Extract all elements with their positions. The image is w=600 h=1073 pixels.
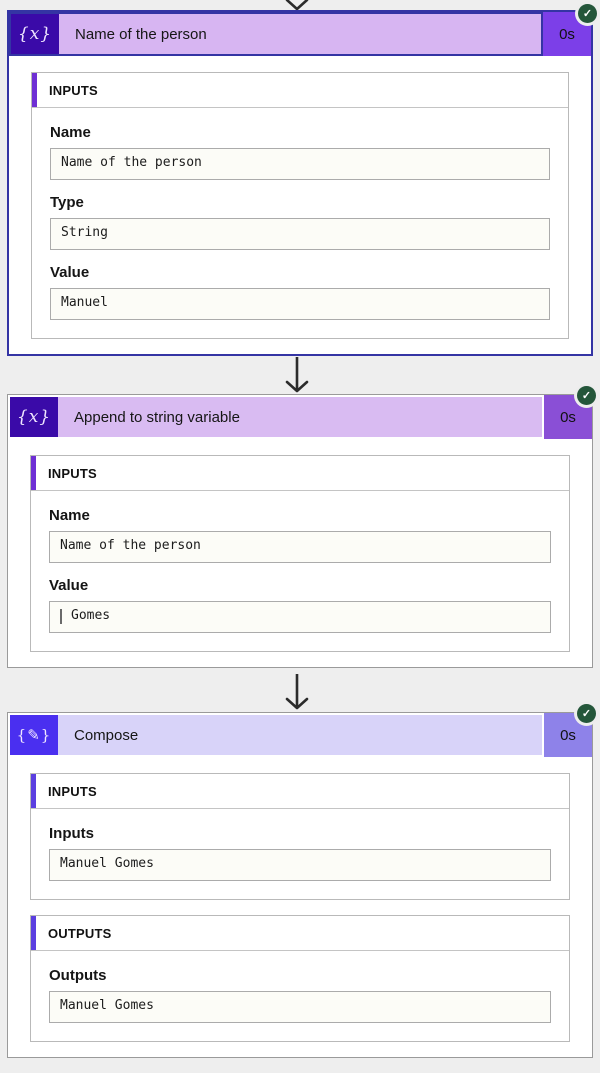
field-value: Name of the person xyxy=(49,531,551,563)
outputs-section: OUTPUTS Outputs Manuel Gomes xyxy=(30,915,570,1042)
inputs-section: INPUTS Inputs Manuel Gomes xyxy=(30,773,570,900)
section-heading: INPUTS xyxy=(49,82,98,98)
action-card-body: INPUTS Name Name of the person Type Stri… xyxy=(9,56,591,354)
section-heading: INPUTS xyxy=(48,465,97,481)
field-label: Value xyxy=(49,577,89,594)
section-heading: INPUTS xyxy=(48,783,97,799)
variable-icon: {x} xyxy=(10,397,58,437)
compose-icon: {✎} xyxy=(10,715,58,755)
action-card-body: INPUTS Inputs Manuel Gomes OUTPUTS Outpu… xyxy=(8,757,592,1057)
flow-arrow-1-2 xyxy=(283,357,311,393)
success-check-icon: ✓ xyxy=(577,386,596,405)
section-accent-bar xyxy=(31,916,36,950)
inputs-section: INPUTS Name Name of the person Type Stri… xyxy=(31,72,569,339)
field-type: Type String xyxy=(50,194,550,250)
action-header-main: {✎} Compose xyxy=(8,713,544,757)
field-label: Value xyxy=(50,264,90,281)
field-value-field: Value Manuel xyxy=(50,264,550,320)
inputs-section-header: INPUTS xyxy=(31,456,569,491)
section-accent-bar xyxy=(31,774,36,808)
field-label: Inputs xyxy=(49,825,94,842)
action-card-header[interactable]: {x} Append to string variable 0s ✓ xyxy=(8,386,596,439)
inputs-section-body: Inputs Manuel Gomes xyxy=(31,809,569,899)
action-header-main: {x} Append to string variable xyxy=(8,395,544,439)
field-value-text: Gomes xyxy=(71,608,111,623)
action-title: Name of the person xyxy=(59,14,541,54)
outputs-section-body: Outputs Manuel Gomes xyxy=(31,951,569,1041)
leading-space-marker xyxy=(60,609,62,624)
action-card-append-to-string-variable: {x} Append to string variable 0s ✓ INPUT… xyxy=(7,386,596,668)
action-card-name-of-the-person: {x} Name of the person 0s ✓ INPUTS Name … xyxy=(7,4,597,356)
field-label: Name xyxy=(50,124,91,141)
action-card-header[interactable]: {x} Name of the person 0s ✓ xyxy=(9,4,597,56)
action-card-compose: {✎} Compose 0s ✓ INPUTS Inputs Manuel Go… xyxy=(7,704,596,1058)
section-accent-bar xyxy=(32,73,37,107)
variable-icon: {x} xyxy=(11,14,59,54)
success-check-icon: ✓ xyxy=(577,704,596,723)
action-card-body: INPUTS Name Name of the person Value Gom… xyxy=(8,439,592,667)
field-label: Name xyxy=(49,507,90,524)
field-label: Outputs xyxy=(49,967,107,984)
inputs-section-header: INPUTS xyxy=(32,73,568,108)
inputs-section: INPUTS Name Name of the person Value Gom… xyxy=(30,455,570,652)
field-name: Name Name of the person xyxy=(50,124,550,180)
action-header-main: {x} Name of the person xyxy=(9,12,543,56)
field-value: Manuel Gomes xyxy=(49,991,551,1023)
section-heading: OUTPUTS xyxy=(48,925,112,941)
field-outputs: Outputs Manuel Gomes xyxy=(49,967,551,1023)
field-inputs: Inputs Manuel Gomes xyxy=(49,825,551,881)
field-label: Type xyxy=(50,194,84,211)
inputs-section-header: INPUTS xyxy=(31,774,569,809)
field-value: Manuel Gomes xyxy=(49,849,551,881)
action-card-header[interactable]: {✎} Compose 0s ✓ xyxy=(8,704,596,757)
field-value-field: Value Gomes xyxy=(49,577,551,633)
outputs-section-header: OUTPUTS xyxy=(31,916,569,951)
field-value: String xyxy=(50,218,550,250)
inputs-section-body: Name Name of the person Value Gomes xyxy=(31,491,569,651)
flow-arrow-incoming xyxy=(283,0,311,10)
flow-arrow-2-3 xyxy=(283,674,311,710)
inputs-section-body: Name Name of the person Type String Valu… xyxy=(32,108,568,338)
field-value: Name of the person xyxy=(50,148,550,180)
field-value: Manuel xyxy=(50,288,550,320)
success-check-icon: ✓ xyxy=(578,4,597,23)
action-title: Append to string variable xyxy=(58,397,542,437)
field-name: Name Name of the person xyxy=(49,507,551,563)
field-value: Gomes xyxy=(49,601,551,633)
action-title: Compose xyxy=(58,715,542,755)
duration-badge: 0s xyxy=(544,713,592,757)
section-accent-bar xyxy=(31,456,36,490)
